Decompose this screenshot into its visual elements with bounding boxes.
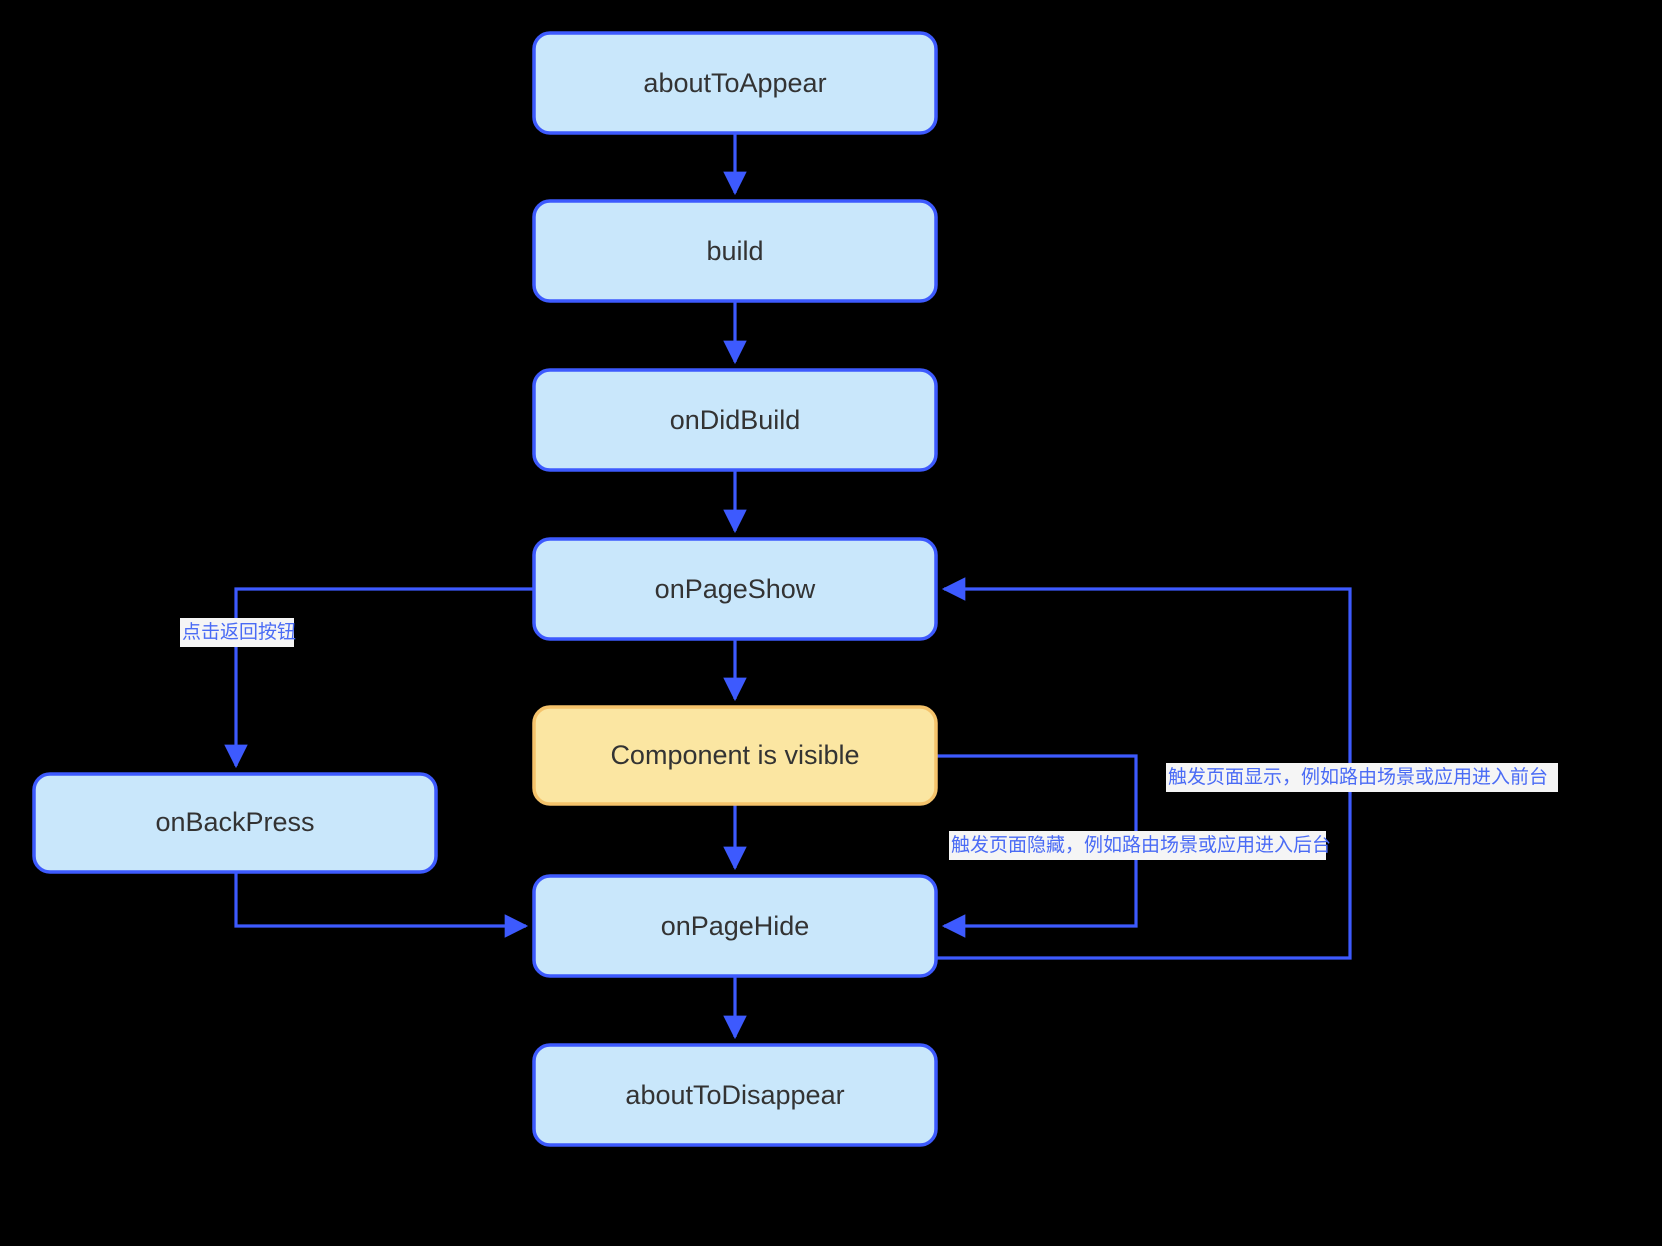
- node-onpagehide-label: onPageHide: [661, 911, 810, 941]
- node-abouttoappear-rect[interactable]: [532, 31, 938, 135]
- node-onbackpress-rect[interactable]: [32, 772, 438, 874]
- node-abouttoappear[interactable]: aboutToAppear: [532, 31, 938, 135]
- node-build-label: build: [706, 236, 763, 266]
- node-layer: aboutToAppear build onDidBuild onPageSho…: [32, 31, 938, 1147]
- node-component-visible-rect[interactable]: [532, 705, 938, 806]
- node-onpageshow-label: onPageShow: [655, 574, 816, 604]
- node-ondidbuild[interactable]: onDidBuild: [532, 368, 938, 472]
- edge-label-back-button-text: 点击返回按钮: [182, 621, 296, 643]
- node-onpagehide[interactable]: onPageHide: [532, 874, 938, 978]
- node-abouttodisappear-rect[interactable]: [532, 1043, 938, 1147]
- node-onpageshow[interactable]: onPageShow: [532, 537, 938, 641]
- edge-label-page-show-bg: [1166, 763, 1558, 792]
- node-abouttodisappear[interactable]: aboutToDisappear: [532, 1043, 938, 1147]
- edge-onpageshow-to-onbackpress: [224, 587, 534, 769]
- node-build[interactable]: build: [532, 199, 938, 303]
- edge-label-back-button: 点击返回按钮: [180, 618, 296, 647]
- node-component-visible[interactable]: Component is visible: [532, 705, 938, 806]
- node-ondidbuild-label: onDidBuild: [670, 405, 801, 435]
- node-onpagehide-rect[interactable]: [532, 874, 938, 978]
- edge-label-page-hide-text: 触发页面隐藏，例如路由场景或应用进入后台: [951, 834, 1331, 856]
- node-abouttoappear-label: aboutToAppear: [643, 68, 826, 98]
- node-onpageshow-rect[interactable]: [532, 537, 938, 641]
- edge-label-page-show-text: 触发页面显示，例如路由场景或应用进入前台: [1168, 766, 1548, 788]
- node-ondidbuild-rect[interactable]: [532, 368, 938, 472]
- edge-label-page-show: 触发页面显示，例如路由场景或应用进入前台: [1166, 763, 1558, 792]
- node-abouttodisappear-label: aboutToDisappear: [625, 1080, 844, 1110]
- node-component-visible-label: Component is visible: [610, 740, 859, 770]
- edge-label-page-hide: 触发页面隐藏，例如路由场景或应用进入后台: [949, 831, 1331, 860]
- node-onbackpress-label: onBackPress: [155, 807, 314, 837]
- node-build-rect[interactable]: [532, 199, 938, 303]
- edge-onbackpress-to-onpagehide: [234, 872, 529, 938]
- edge-label-page-hide-bg: [949, 831, 1326, 860]
- edge-label-back-button-bg: [180, 618, 294, 647]
- edge-label-layer: 点击返回按钮 触发页面显示，例如路由场景或应用进入前台 触发页面隐藏，例如路由场…: [180, 618, 1558, 860]
- node-onbackpress[interactable]: onBackPress: [32, 772, 438, 874]
